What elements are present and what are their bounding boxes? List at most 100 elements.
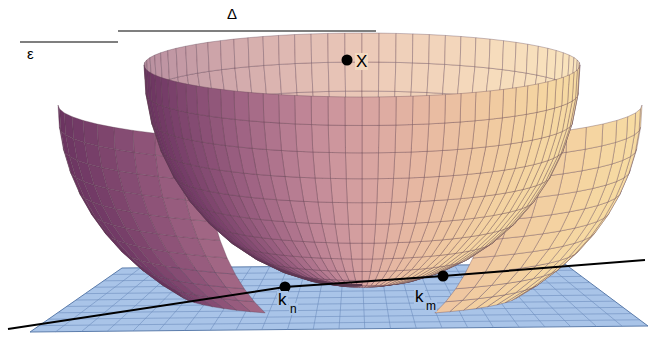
point-marker <box>438 271 449 282</box>
bowl-outer-tile <box>445 94 461 124</box>
bowl-inner-tile <box>429 35 446 65</box>
plane-grid-line <box>76 295 607 300</box>
outer-sheet-tile <box>90 211 105 233</box>
bowl-outer-tile <box>429 95 446 124</box>
bowl-inner-tile <box>379 33 396 62</box>
bowl-outer-tile <box>264 122 282 151</box>
bowl-outer-tile <box>328 125 345 153</box>
outer-sheet-tile <box>446 287 475 302</box>
bowl-outer-tile <box>313 152 331 178</box>
bowl-outer-tile <box>311 96 328 125</box>
bowl-outer-tile <box>154 127 166 156</box>
bowl-outer-tile <box>208 221 230 242</box>
bowl-outer-tile <box>182 184 202 209</box>
bowl-outer-tile <box>362 153 379 179</box>
plane-grid-line <box>48 314 631 320</box>
bowl-inner-tile <box>515 42 528 73</box>
outer-sheet-tile <box>104 230 121 251</box>
main-bowl <box>144 33 580 287</box>
outer-sheet-tile <box>435 300 463 313</box>
bowl-inner-tile <box>176 46 187 77</box>
bowl-outer-tile <box>374 224 389 243</box>
bowl-inner-tile <box>412 34 429 64</box>
bowl-inner-tile <box>295 34 312 64</box>
bowl-outer-tile <box>280 270 308 279</box>
outer-sheet-tile <box>602 120 617 145</box>
bowl-inner-tile <box>537 46 548 77</box>
bowl-outer-tile <box>475 91 490 121</box>
bowl-outer-tile <box>526 84 538 115</box>
momentum-line <box>8 260 645 329</box>
bowl-outer-tile <box>229 240 253 257</box>
bowl-outer-tile <box>362 243 374 259</box>
bowl-outer-tile <box>362 271 371 280</box>
bowl-outer-tile <box>389 202 406 224</box>
bowl-outer-tile <box>347 203 362 225</box>
bowl-outer-tile <box>329 152 346 178</box>
bowl-outer-tile <box>166 156 182 183</box>
outer-sheet-tile <box>159 280 182 296</box>
outer-sheet-tile <box>120 248 139 268</box>
bowl-outer-tile <box>220 89 235 119</box>
bowl-outer-tile <box>328 97 345 126</box>
bowl-outer-tile <box>458 121 475 150</box>
bowl-outer-tile <box>253 256 279 270</box>
bowl-inner-tile <box>445 35 461 65</box>
level-label: Δ <box>226 6 238 21</box>
bowl-inner-tile <box>234 38 249 68</box>
bowl-inner-tile <box>379 62 396 91</box>
bowl-outer-tile <box>198 207 220 229</box>
point-label: k <box>277 291 288 308</box>
bowl-inner-tile <box>526 44 538 75</box>
bowl-outer-tile <box>377 178 394 202</box>
bowl-outer-tile <box>248 92 264 122</box>
outer-sheet-tile <box>134 152 158 176</box>
level-line <box>118 30 376 31</box>
bowl-outer-tile <box>515 86 528 116</box>
bowl-outer-tile <box>346 179 362 203</box>
bowl-outer-tile <box>279 123 297 151</box>
point-marker <box>342 55 353 66</box>
bowl-outer-tile <box>411 124 429 152</box>
bowl-outer-tile <box>362 97 379 126</box>
bowl-inner-tile <box>443 64 461 94</box>
plane-face <box>30 264 648 332</box>
bowl-outer-tile <box>362 125 379 153</box>
bowl-outer-tile <box>295 124 313 152</box>
bowl-outer-tile <box>263 94 279 124</box>
bowl-inner-tile <box>427 64 445 94</box>
outer-sheet-tile <box>114 127 134 152</box>
level-line <box>20 41 118 42</box>
outer-sheet-tile <box>132 257 157 276</box>
bowl-outer-tile <box>161 149 174 177</box>
bowl-inner-tile <box>295 63 313 93</box>
bowl-inner-tile <box>502 41 516 72</box>
level-label: ε <box>26 46 35 61</box>
bowl-inner-tile <box>279 35 296 65</box>
bowl-inner-tile <box>396 33 413 62</box>
bowl-inner-tile <box>475 38 490 68</box>
bowl-outer-tile <box>489 89 504 119</box>
bowl-inner-tile <box>328 62 345 91</box>
bowl-inner-tile <box>186 44 198 75</box>
bowl-outer-tile <box>392 178 409 202</box>
bowl-inner-tile <box>249 65 266 95</box>
bowl-outer-tile <box>295 95 312 124</box>
bowl-outer-tile <box>146 94 152 125</box>
bowl-inner-tile <box>460 36 476 66</box>
bowl-inner-tile <box>264 64 282 94</box>
bowl-outer-tile <box>394 152 412 178</box>
bowl-inner-tile <box>208 41 222 72</box>
outer-sheet-tile <box>58 105 61 131</box>
bowl-outer-tile <box>189 199 208 222</box>
bowl-inner-tile <box>395 62 413 92</box>
outer-sheet-tile <box>138 265 159 283</box>
bowl-outer-tile <box>144 65 147 96</box>
subscript-label: m <box>425 300 437 312</box>
outer-sheet-tile <box>616 117 628 143</box>
bowl-outer-tile <box>350 243 362 259</box>
bowl-inner-tile <box>263 35 279 65</box>
bowl-outer-tile <box>279 268 306 278</box>
